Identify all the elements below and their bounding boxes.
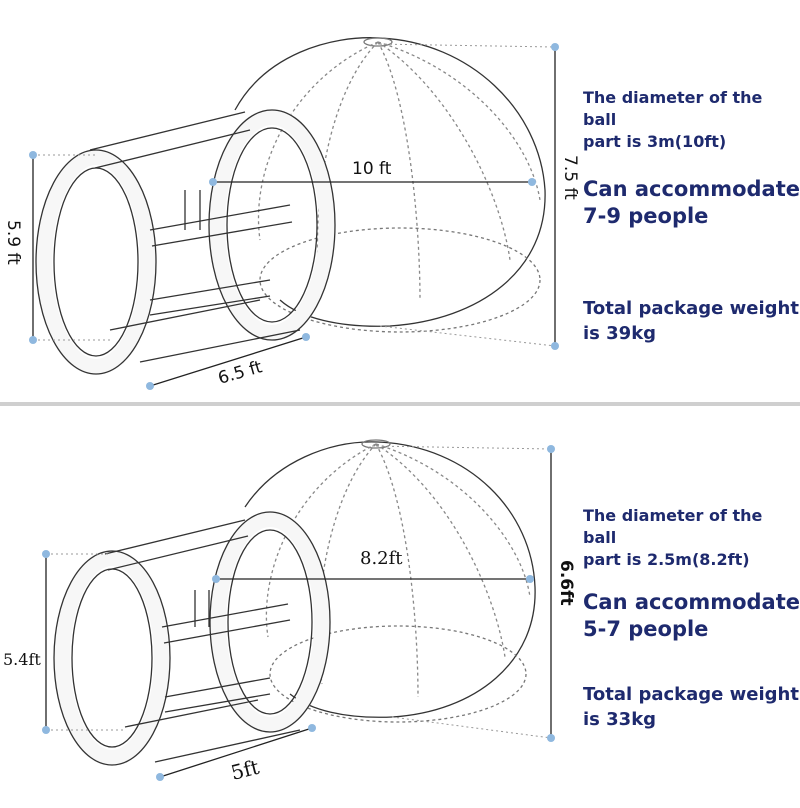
dome xyxy=(234,37,546,333)
dome xyxy=(244,439,536,723)
label-height-tunnel: 5.9 ft xyxy=(3,220,23,265)
weight-line-1: Total package weight xyxy=(583,298,799,319)
weight-info: Total package weight is 39kg xyxy=(583,296,799,346)
diameter-line-2: part is 3m(10ft) xyxy=(583,132,727,151)
dimension-dot xyxy=(42,726,50,734)
label-tunnel-length: 5ft xyxy=(228,755,261,785)
dimension-lines xyxy=(29,43,559,390)
dimension-dot xyxy=(42,550,50,558)
panel-divider xyxy=(0,402,800,406)
dimension-lines xyxy=(42,445,555,781)
bubble-tent-drawing-small: 8.2ft 6.6ft 5.4ft 5ft xyxy=(3,439,576,785)
label-height-ball: 7.5 ft xyxy=(560,155,580,200)
dimension-dot xyxy=(146,382,154,390)
dimension-dot xyxy=(302,333,310,341)
label-ball-diameter: 8.2ft xyxy=(360,548,403,569)
dimension-dot xyxy=(547,734,555,742)
label-height-tunnel: 5.4ft xyxy=(3,650,41,669)
capacity-line-2: 5-7 people xyxy=(583,617,709,641)
diameter-info: The diameter of the ball part is 2.5m(8.… xyxy=(583,505,800,571)
weight-line-2: is 33kg xyxy=(583,709,657,730)
dimension-dot xyxy=(29,151,37,159)
bubble-tent-drawing-large: 10 ft 7.5 ft 5.9 ft 6.5 ft xyxy=(3,37,580,390)
capacity-info: Can accommodate 7-9 people xyxy=(583,176,800,230)
tunnel xyxy=(35,109,336,375)
diameter-line-1: The diameter of the ball xyxy=(583,88,763,129)
dimension-dot xyxy=(29,336,37,344)
dimension-dot xyxy=(308,724,316,732)
dimension-dot xyxy=(212,575,220,583)
dimension-dot xyxy=(551,43,559,51)
dimension-dot xyxy=(551,342,559,350)
label-tunnel-length: 6.5 ft xyxy=(216,357,265,389)
weight-line-2: is 39kg xyxy=(583,323,657,344)
dimension-dot xyxy=(526,575,534,583)
label-ball-diameter: 10 ft xyxy=(352,159,392,179)
dimension-dot xyxy=(547,445,555,453)
weight-line-1: Total package weight xyxy=(583,684,799,705)
panel-small-bubble-tent: 8.2ft 6.6ft 5.4ft 5ft The diameter of th… xyxy=(0,408,800,800)
panel-large-bubble-tent: 10 ft 7.5 ft 5.9 ft 6.5 ft The diameter … xyxy=(0,0,800,400)
diameter-line-2: part is 2.5m(8.2ft) xyxy=(583,550,750,569)
capacity-info: Can accommodate 5-7 people xyxy=(583,589,800,643)
diameter-info: The diameter of the ball part is 3m(10ft… xyxy=(583,87,800,153)
weight-info: Total package weight is 33kg xyxy=(583,682,799,732)
dimension-dot xyxy=(528,178,536,186)
dimension-dot xyxy=(156,773,164,781)
tunnel xyxy=(53,511,331,766)
dimension-dot xyxy=(209,178,217,186)
capacity-line-2: 7-9 people xyxy=(583,204,709,228)
capacity-line-1: Can accommodate xyxy=(583,590,800,614)
capacity-line-1: Can accommodate xyxy=(583,177,800,201)
label-height-ball: 6.6ft xyxy=(556,560,576,606)
diameter-line-1: The diameter of the ball xyxy=(583,506,763,547)
